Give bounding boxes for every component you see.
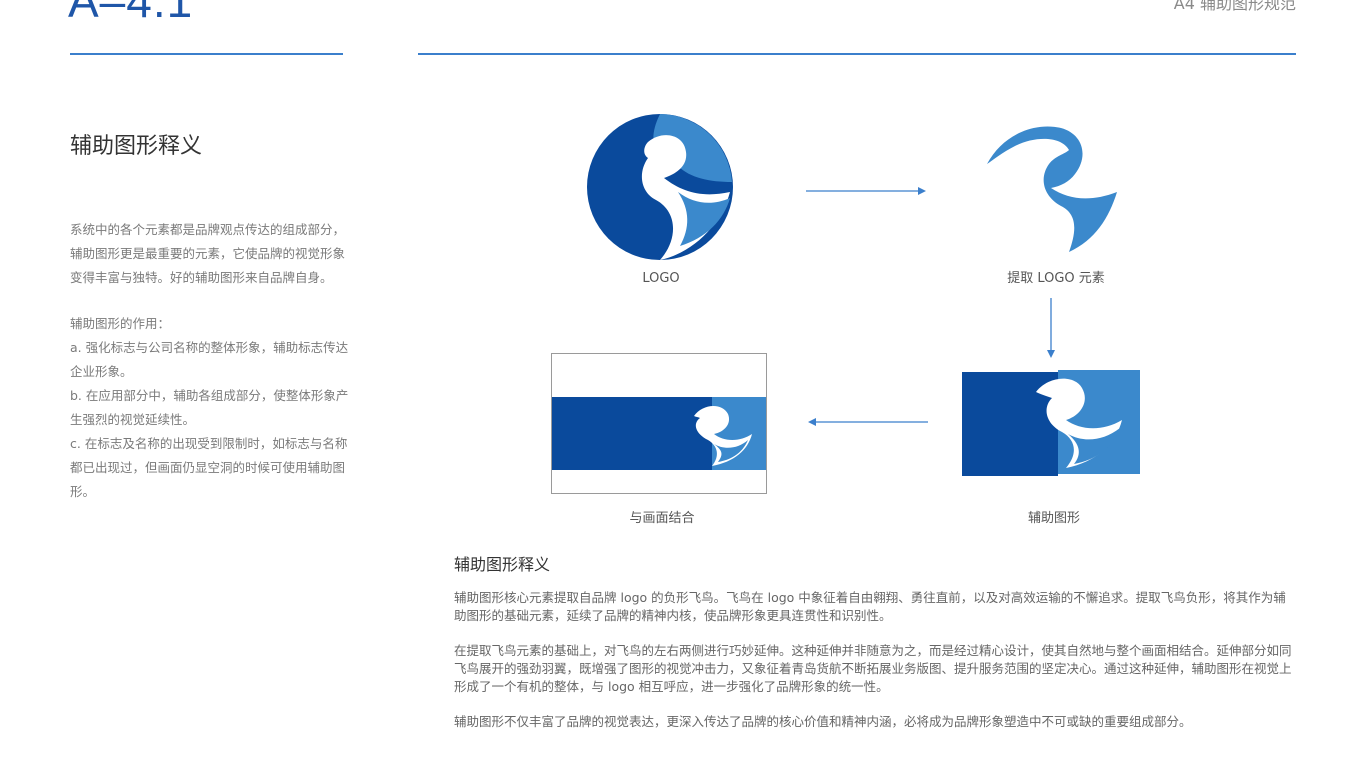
combo-graphic-icon bbox=[552, 397, 766, 470]
sidebar-role-item: b. 在应用部分中，辅助各组成部分，使整体形象产生强烈的视觉延续性。 bbox=[70, 388, 349, 427]
sidebar-intro: 系统中的各个元素都是品牌观点传达的组成部分，辅助图形更是最重要的元素，它使品牌的… bbox=[70, 222, 346, 285]
header-rule-right bbox=[418, 53, 1296, 55]
sidebar-title: 辅助图形释义 bbox=[70, 134, 203, 159]
sidebar-role-section: 辅助图形的作用： a. 强化标志与公司名称的整体形象，辅助标志传达企业形象。 b… bbox=[70, 312, 350, 504]
description-title: 辅助图形释义 bbox=[454, 555, 551, 574]
header-rule-left bbox=[70, 53, 343, 55]
caption-aux: 辅助图形 bbox=[1027, 511, 1080, 526]
caption-extract: 提取 LOGO 元素 bbox=[1007, 271, 1105, 286]
arrow-down-icon bbox=[1047, 298, 1055, 358]
caption-combine: 与画面结合 bbox=[629, 511, 695, 526]
description-paragraph: 辅助图形不仅丰富了品牌的视觉表达，更深入传达了品牌的核心价值和精神内涵，必将成为… bbox=[454, 714, 1192, 729]
arrow-left-icon bbox=[808, 418, 928, 426]
description-paragraph: 在提取飞鸟元素的基础上，对飞鸟的左右两侧进行巧妙延伸。这种延伸并非随意为之，而是… bbox=[454, 643, 1292, 694]
sidebar-role-heading: 辅助图形的作用： bbox=[70, 316, 171, 331]
description-paragraph: 辅助图形核心元素提取自品牌 logo 的负形飞鸟。飞鸟在 logo 中象征着自由… bbox=[454, 590, 1286, 623]
page-code: A–4.1 bbox=[68, 0, 194, 27]
bird-element-icon bbox=[987, 126, 1117, 252]
combo-frame bbox=[551, 353, 767, 494]
section-title: A4 辅助图形规范 bbox=[1173, 0, 1296, 13]
caption-logo: LOGO bbox=[642, 271, 680, 286]
sidebar-role-item: a. 强化标志与公司名称的整体形象，辅助标志传达企业形象。 bbox=[70, 340, 349, 379]
sidebar-role-item: c. 在标志及名称的出现受到限制时，如标志与名称都已出现过，但画面仍显空洞的时候… bbox=[70, 436, 348, 499]
aux-graphic-icon bbox=[962, 370, 1140, 476]
arrow-right-icon bbox=[806, 187, 926, 195]
logo-mark-icon bbox=[587, 114, 733, 260]
